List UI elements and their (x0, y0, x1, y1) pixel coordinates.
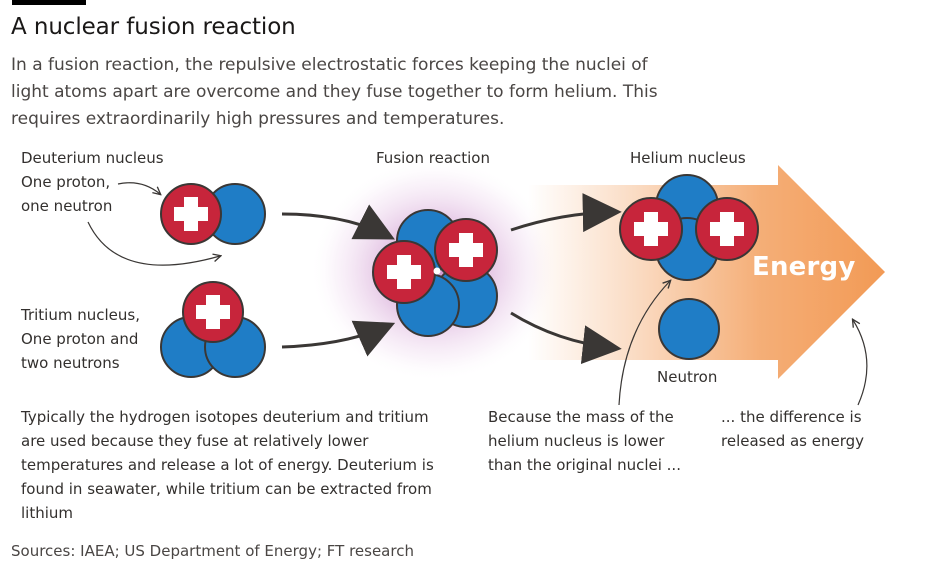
fusion-cluster (372, 209, 498, 337)
spark-dot (433, 267, 441, 275)
fusion-label: Fusion reaction (376, 149, 490, 167)
tritium-label: Tritium nucleus, (21, 306, 140, 324)
neutron-label: Neutron (657, 368, 718, 386)
arrow-tritium-to-fusion (281, 320, 396, 357)
deuterium-nucleus (160, 183, 266, 245)
arrow-fusion-to-helium (510, 193, 622, 233)
page-title: A nuclear fusion reaction (11, 14, 296, 40)
tritium-desc-line2: One proton and (21, 330, 139, 348)
mass-note: Because the mass of the helium nucleus i… (488, 408, 681, 474)
pointer-to-deuterium-neutron (87, 221, 220, 266)
arrow-fusion-to-neutron (510, 311, 622, 365)
isotopes-note: Typically the hydrogen isotopes deuteriu… (21, 408, 434, 522)
pointer-to-deuterium (117, 182, 160, 194)
arrow-deuterium-to-fusion (281, 204, 395, 240)
plus-icon (634, 212, 668, 246)
plus-icon (449, 233, 483, 267)
energy-label: Energy (752, 252, 856, 282)
tritium-desc-line3: two neutrons (21, 354, 120, 372)
source-note: Sources: IAEA; US Department of Energy; … (11, 542, 414, 560)
tritium-nucleus (160, 281, 266, 378)
free-neutron (658, 298, 720, 360)
deuterium-label: Deuterium nucleus (21, 149, 164, 167)
pointer-to-helium (618, 281, 670, 406)
deuterium-desc-line2: one neutron (21, 197, 113, 215)
plus-icon (174, 197, 208, 231)
helium-label: Helium nucleus (630, 149, 746, 167)
pointer-to-energy (853, 320, 868, 406)
plus-icon (196, 295, 230, 329)
deuterium-desc-line1: One proton, (21, 173, 111, 191)
top-rule (12, 0, 86, 5)
helium-nucleus (619, 174, 759, 281)
energy-note: ... the difference is released as energy (721, 408, 865, 450)
plus-icon (387, 255, 421, 289)
plus-icon (710, 212, 744, 246)
page-subtitle: In a fusion reaction, the repulsive elec… (11, 55, 658, 129)
